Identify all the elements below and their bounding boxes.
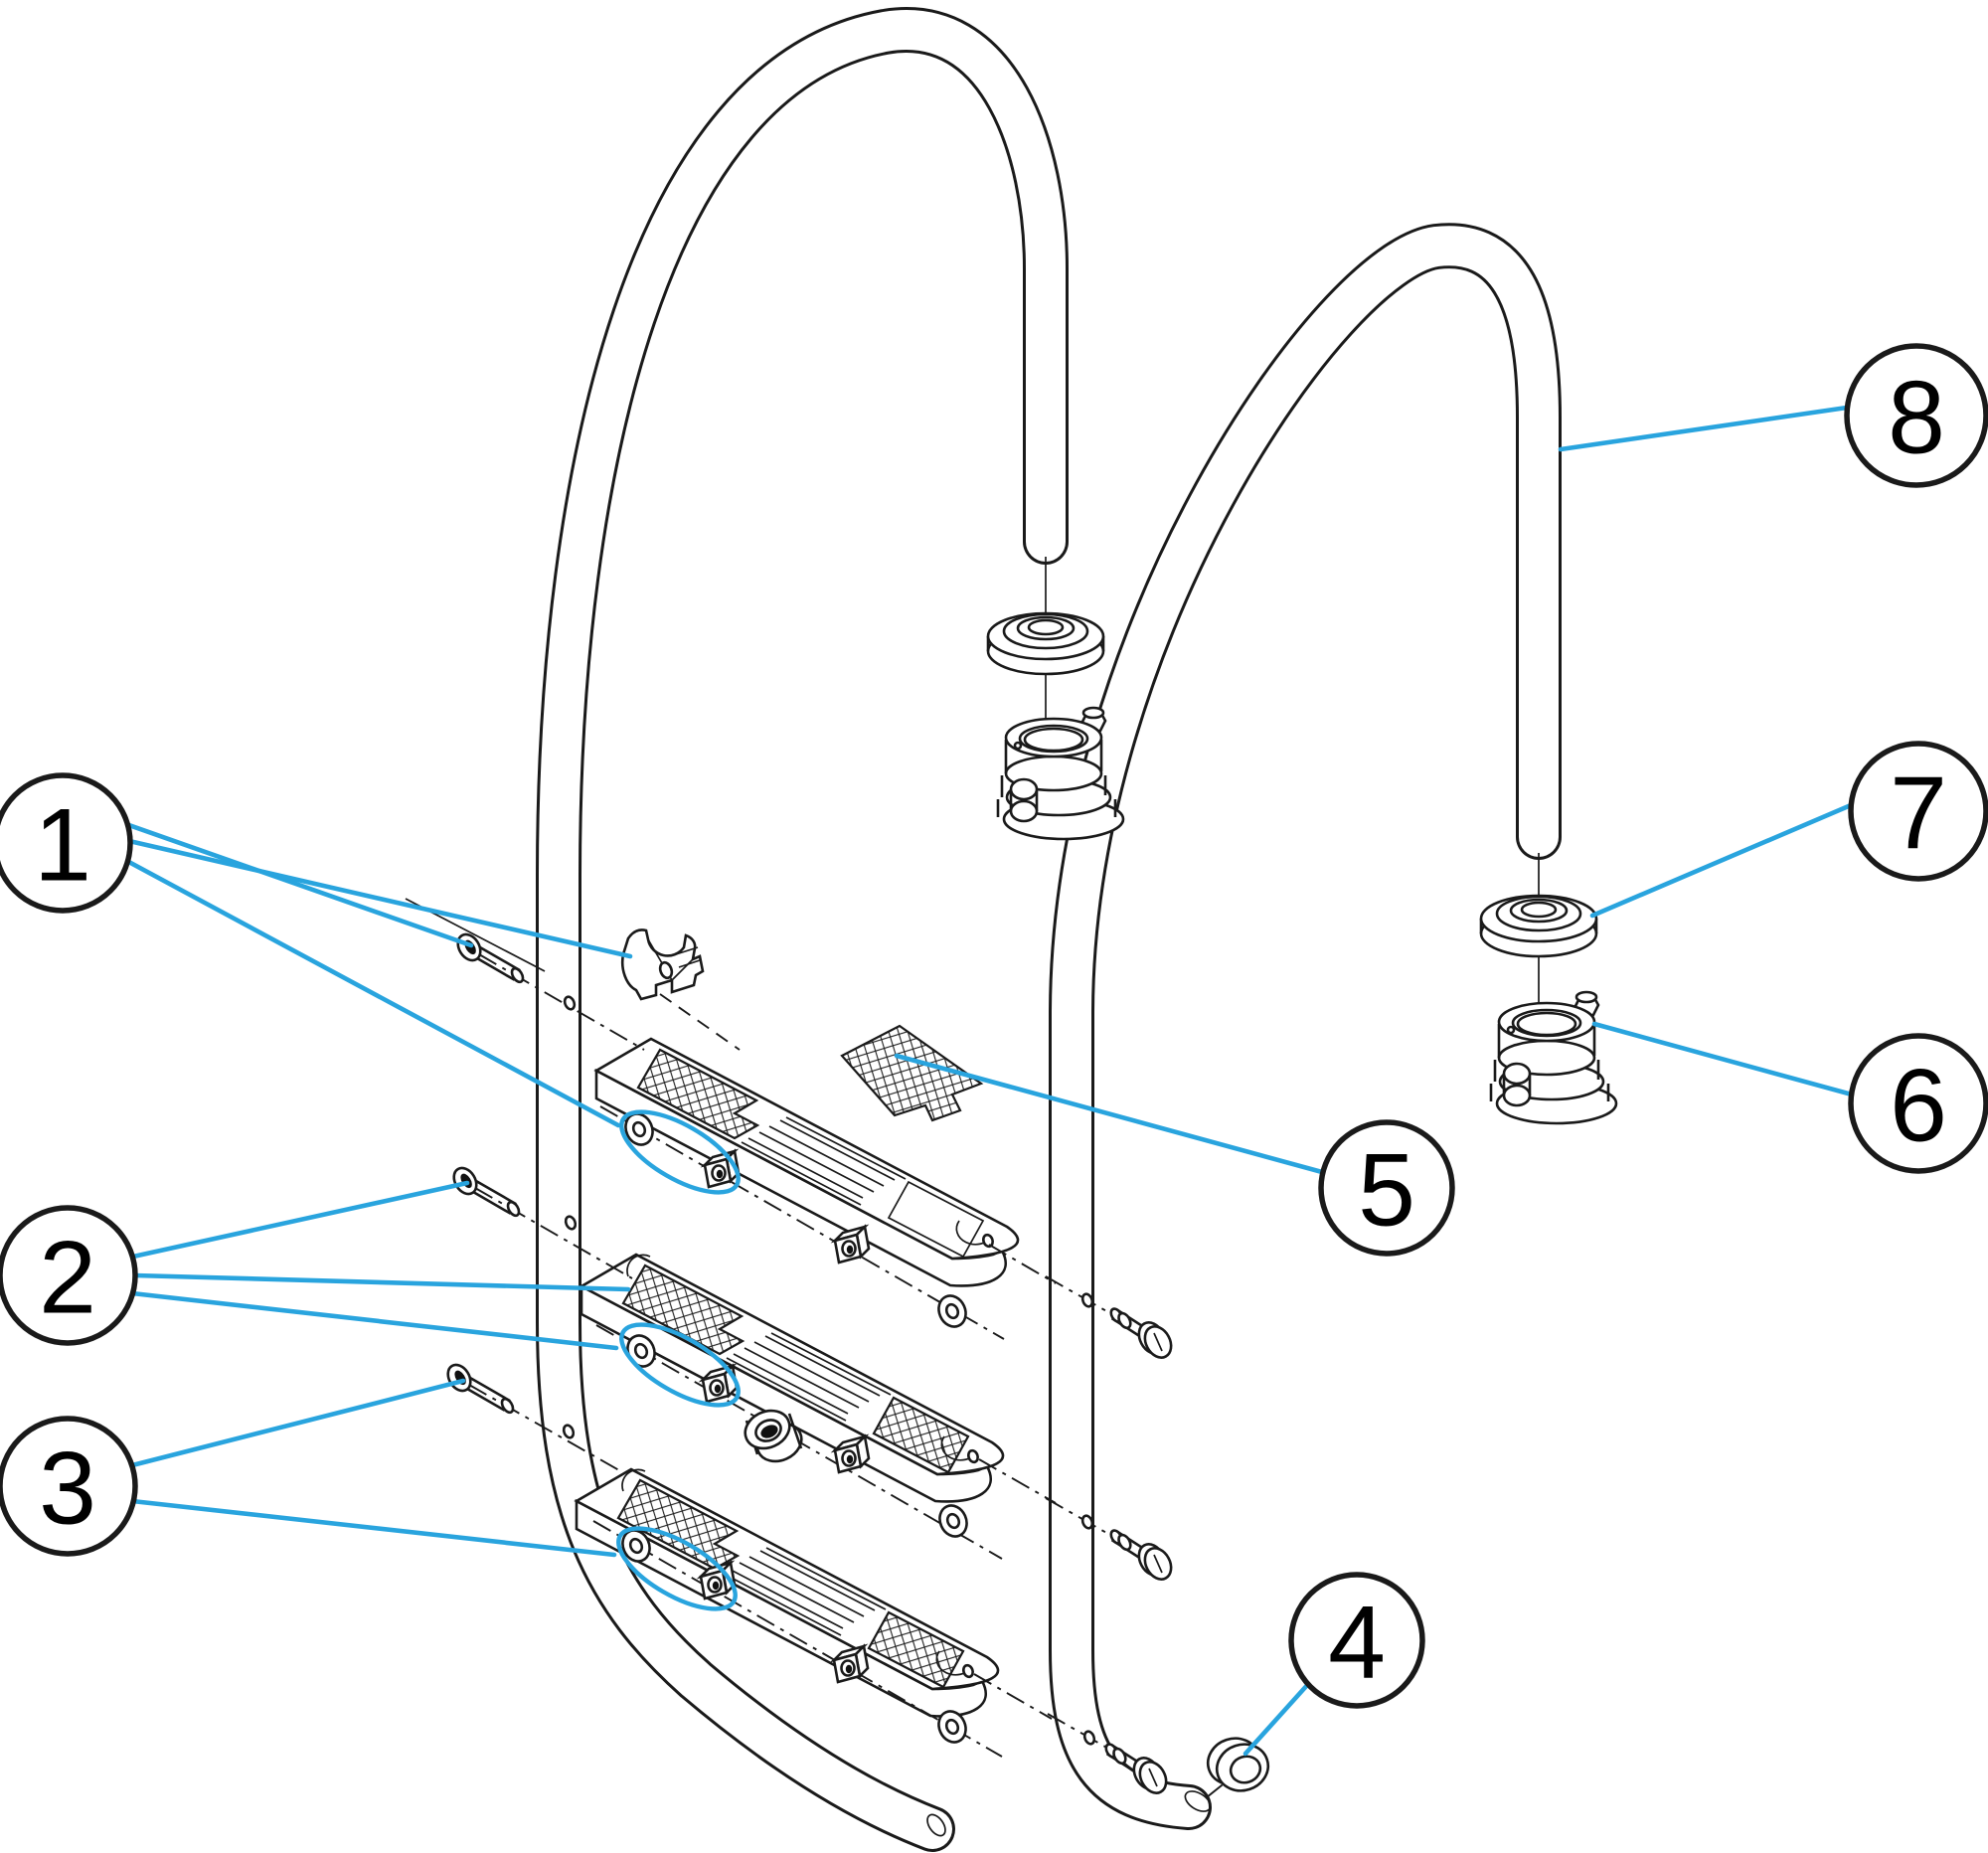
callout-4: 4: [1242, 1572, 1425, 1757]
fastener-highlight-oval-2: [619, 1322, 741, 1408]
callout-label: 5: [1358, 1132, 1415, 1248]
callout-balloon-6: [1848, 1033, 1988, 1174]
leader-line-2: [132, 1272, 631, 1292]
washer: [932, 1289, 972, 1333]
callout-balloon-3: [0, 1416, 138, 1557]
callout-label: 3: [39, 1431, 96, 1546]
washer: [933, 1499, 973, 1543]
callout-2: 2: [0, 1180, 631, 1351]
grip-pad: [840, 1024, 984, 1122]
callout-label: 7: [1890, 756, 1947, 871]
bolt-left-row1: [451, 928, 527, 986]
leader-line-1: [123, 821, 474, 948]
right-rail-tip-opening: [1184, 1790, 1212, 1812]
step-support-bracket: [620, 928, 741, 1051]
right-handrail-tube-outline: [1049, 223, 1562, 1830]
callout-7: 7: [1589, 741, 1988, 919]
callout-label: 8: [1888, 360, 1945, 475]
callout-1: 1: [0, 772, 633, 1128]
leader-line-1: [120, 856, 621, 1128]
step-3-left-scoop: [621, 1468, 646, 1492]
end-cap: [1200, 1730, 1276, 1799]
bolt-right-row1: [1107, 1305, 1178, 1364]
bolt-left-row3: [441, 1359, 517, 1417]
callout-layer: 1 2 3 4 5 6 7 8: [0, 343, 1988, 1757]
anchor-socket-right: [1489, 990, 1618, 1125]
callout-8: 8: [1558, 343, 1988, 488]
callout-balloon-4: [1288, 1572, 1425, 1709]
callout-balloon-1: [0, 772, 133, 914]
callout-balloon-2: [0, 1205, 138, 1346]
deck-flange-right: [1479, 894, 1598, 958]
leader-line-5: [894, 1053, 1325, 1175]
deck-flange-left: [986, 611, 1105, 676]
callout-label: 1: [34, 787, 91, 903]
bracket-assembly-dash: [659, 993, 741, 1051]
callout-label: 6: [1890, 1048, 1947, 1163]
assembly-axes: [468, 953, 1118, 1758]
fastener-highlight-oval-1: [619, 1109, 741, 1195]
endcap-axis: [1206, 1780, 1228, 1798]
bolt-right-row2: [1107, 1527, 1178, 1586]
right-handrail: [1049, 223, 1562, 1830]
leader-line-2: [129, 1290, 619, 1351]
leader-line-8: [1558, 405, 1850, 452]
step-3: [575, 1467, 1000, 1718]
bolt-left-row2: [447, 1162, 523, 1220]
leader-line-4: [1242, 1680, 1312, 1757]
step-2: [580, 1253, 1005, 1503]
step-1-panel: [887, 1180, 985, 1259]
left-handrail-tube-fill: [539, 10, 1066, 1849]
callout-balloon-7: [1848, 741, 1988, 882]
step-3-hatch: [867, 1610, 965, 1689]
callout-6: 6: [1591, 1021, 1988, 1174]
right-handrail-tube-fill: [1052, 226, 1559, 1827]
callout-balloon-5: [1318, 1119, 1455, 1257]
step-2-hatch: [872, 1396, 970, 1474]
leader-line-3: [129, 1498, 617, 1558]
callout-label: 4: [1328, 1585, 1386, 1700]
callout-3: 3: [0, 1378, 617, 1558]
leader-line-1: [126, 838, 633, 959]
left-rail-tip-opening: [926, 1813, 946, 1837]
callout-5: 5: [894, 1053, 1455, 1257]
leader-line-2: [130, 1180, 470, 1260]
left-handrail: [536, 7, 1069, 1852]
fastener-highlight-oval-3: [616, 1526, 738, 1611]
step-2-left-scoop: [626, 1254, 651, 1277]
leader-line-6: [1591, 1021, 1855, 1097]
callout-balloon-8: [1844, 343, 1988, 488]
callout-label: 2: [39, 1220, 96, 1335]
leader-line-3: [129, 1378, 466, 1468]
leader-line-7: [1589, 802, 1854, 919]
step-1: [594, 1037, 1020, 1287]
